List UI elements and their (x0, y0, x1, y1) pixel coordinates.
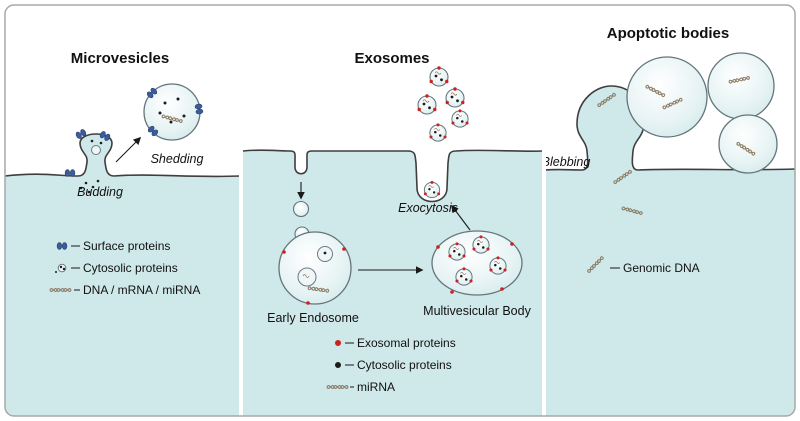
legend-microvesicles: Surface proteins Cytosolic proteins DNA … (49, 239, 200, 297)
apoptotic-body (718, 114, 778, 174)
exocytosis-arrow (451, 204, 471, 231)
black-dot-icon (335, 362, 341, 368)
shed-microvesicle (143, 83, 204, 141)
legend-exosomal-proteins: Exosomal proteins (357, 336, 456, 350)
cytoplasm-left (5, 134, 240, 416)
mvb-label: Multivesicular Body (423, 304, 531, 318)
panel-apoptotic-bodies: Apoptotic bodies Blebbing (542, 25, 795, 416)
budding-vesicle (91, 145, 101, 155)
shedding-arrow (115, 136, 142, 163)
exosomal-protein-dot (282, 250, 286, 254)
panel-microvesicles: Microvesicles Budding (5, 50, 241, 416)
legend-nucleic-acids: DNA / mRNA / miRNA (83, 283, 200, 297)
figure-border (4, 4, 796, 417)
panel-exosomes: Exosomes (242, 50, 543, 416)
blebbing-label: Blebbing (542, 155, 591, 169)
exosomal-protein-dot (342, 247, 346, 251)
early-endosome (278, 226, 352, 305)
early-endosome-label: Early Endosome (267, 311, 359, 325)
exocytosis-label: Exocytosis (398, 201, 458, 215)
shedding-label: Shedding (151, 152, 204, 166)
mini-squiggle (302, 274, 310, 278)
legend-cytosolic-proteins: Cytosolic proteins (357, 358, 452, 372)
exosomal-protein-dot (510, 242, 514, 246)
early-endosome-body (278, 231, 352, 305)
multivesicular-body (431, 230, 523, 296)
legend-cytosolic-proteins: Cytosolic proteins (83, 261, 178, 275)
apoptotic-body (626, 56, 708, 138)
cytosolic-protein-dots (158, 97, 186, 124)
apoptotic-bodies-group (626, 52, 778, 174)
legend-exosomes: Exosomal proteins Cytosolic proteins miR… (326, 336, 456, 394)
cytoplasm-middle (243, 150, 542, 416)
legend-surface-proteins: Surface proteins (83, 239, 170, 253)
legend-mirna: miRNA (357, 380, 395, 394)
apoptotic-body (707, 52, 775, 120)
cytoplasm-right (545, 86, 795, 416)
cytosolic-protein-dot (90, 139, 94, 143)
exosomal-protein-dot (450, 290, 454, 294)
panel-title-exosomes: Exosomes (354, 50, 429, 67)
panel-title-apoptotic-bodies: Apoptotic bodies (607, 25, 730, 42)
exosomal-protein-dot (436, 245, 440, 249)
cytosolic-protein-dot (99, 141, 103, 145)
panel-divider (239, 5, 243, 416)
endocytic-vesicle (292, 200, 310, 218)
red-dot-icon (335, 340, 341, 346)
exosomal-protein-dot (500, 287, 504, 291)
legend-apoptotic: Genomic DNA (586, 255, 700, 275)
panel-title-microvesicles: Microvesicles (71, 50, 169, 67)
plasma-membrane-right (544, 85, 795, 171)
cytosolic-protein-dots (79, 179, 100, 194)
legend-genomic-dna: Genomic DNA (623, 261, 700, 275)
cytosolic-protein-dot (323, 251, 327, 255)
budding-label: Budding (77, 185, 123, 199)
budding-site (64, 128, 112, 177)
panel-divider (542, 5, 546, 416)
cytosolic-protein-legend-icon (55, 263, 67, 273)
plasma-membrane-middle (242, 149, 543, 203)
exosomal-protein-dot (306, 301, 310, 305)
